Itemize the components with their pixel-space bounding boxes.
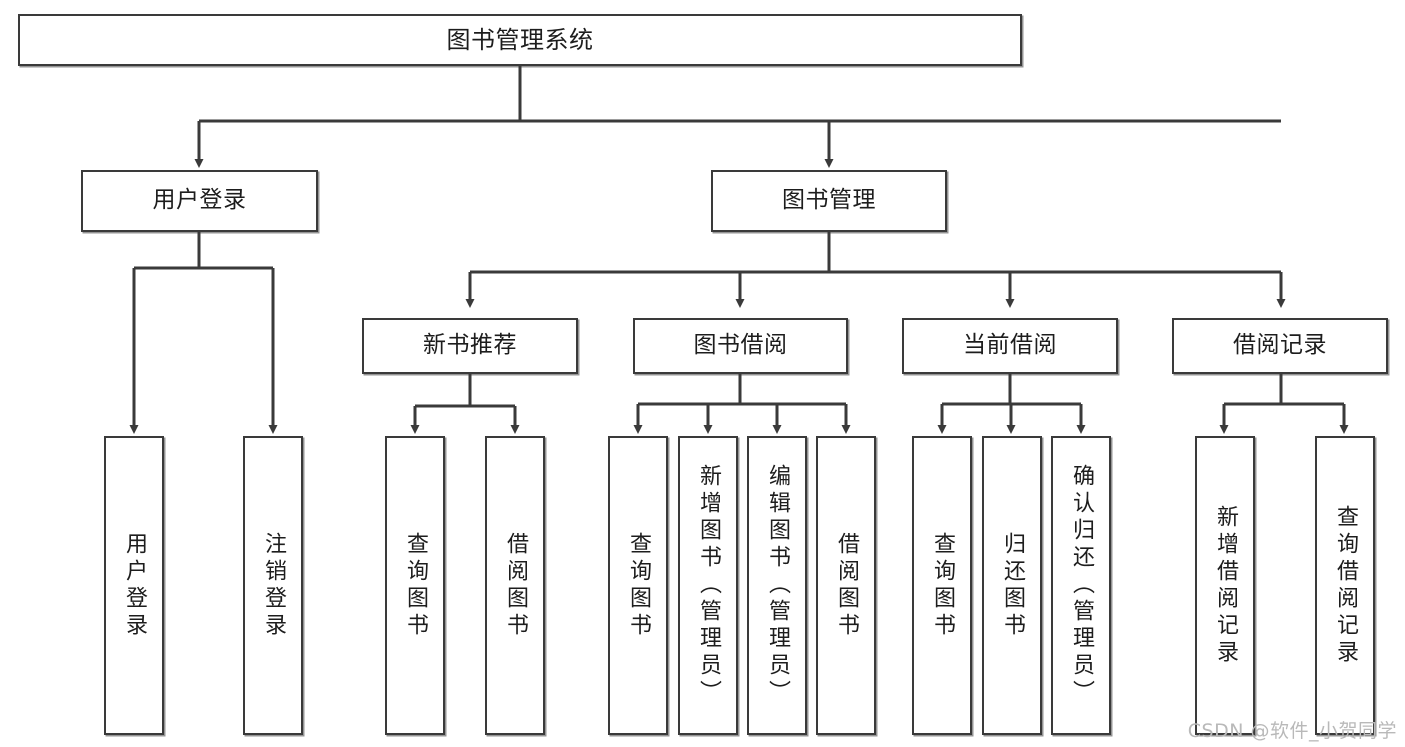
node-label: 查询图书 bbox=[403, 531, 428, 640]
node-new-book-recommend[interactable]: 新书推荐 bbox=[362, 318, 578, 374]
leaf-record-add-record[interactable]: 新增借阅记录 bbox=[1195, 436, 1255, 735]
node-label: 借阅记录 bbox=[1233, 332, 1327, 359]
node-label: 图书管理 bbox=[782, 187, 876, 214]
leaf-borrow-borrow-book[interactable]: 借阅图书 bbox=[816, 436, 876, 735]
node-label: 图书借阅 bbox=[693, 332, 788, 359]
node-label: 编辑图书（管理员） bbox=[765, 464, 790, 707]
node-label: 用户登录 bbox=[122, 531, 147, 640]
node-label: 用户登录 bbox=[152, 187, 247, 214]
leaf-current-return-book[interactable]: 归还图书 bbox=[982, 436, 1042, 735]
node-borrow-record[interactable]: 借阅记录 bbox=[1172, 318, 1388, 374]
leaf-recommend-borrow-book[interactable]: 借阅图书 bbox=[485, 436, 545, 735]
leaf-current-query-book[interactable]: 查询图书 bbox=[912, 436, 972, 735]
node-label: 归还图书 bbox=[1000, 531, 1025, 640]
node-label: 查询图书 bbox=[930, 531, 955, 640]
leaf-borrow-add-book-admin[interactable]: 新增图书（管理员） bbox=[678, 436, 738, 735]
leaf-recommend-query-book[interactable]: 查询图书 bbox=[385, 436, 445, 735]
node-label: 新增图书（管理员） bbox=[696, 464, 721, 707]
node-current-borrow[interactable]: 当前借阅 bbox=[902, 318, 1118, 374]
node-label: 图书管理系统 bbox=[446, 25, 594, 54]
leaf-record-query-record[interactable]: 查询借阅记录 bbox=[1315, 436, 1375, 735]
leaf-borrow-edit-book-admin[interactable]: 编辑图书（管理员） bbox=[747, 436, 807, 735]
node-label: 新书推荐 bbox=[423, 332, 517, 359]
node-root-book-management-system[interactable]: 图书管理系统 bbox=[18, 14, 1022, 66]
node-label: 注销登录 bbox=[261, 531, 286, 640]
node-label: 查询借阅记录 bbox=[1333, 504, 1358, 667]
node-label: 借阅图书 bbox=[503, 531, 528, 640]
node-label: 新增借阅记录 bbox=[1213, 504, 1238, 667]
node-label: 查询图书 bbox=[626, 531, 651, 640]
node-label: 确认归还（管理员） bbox=[1069, 464, 1094, 707]
leaf-user-login-login[interactable]: 用户登录 bbox=[104, 436, 164, 735]
node-user-login[interactable]: 用户登录 bbox=[81, 170, 318, 232]
leaf-current-confirm-return-admin[interactable]: 确认归还（管理员） bbox=[1051, 436, 1111, 735]
node-book-borrow[interactable]: 图书借阅 bbox=[633, 318, 848, 374]
node-label: 借阅图书 bbox=[834, 531, 859, 640]
node-label: 当前借阅 bbox=[963, 332, 1057, 359]
leaf-borrow-query-book[interactable]: 查询图书 bbox=[608, 436, 668, 735]
leaf-user-login-logout[interactable]: 注销登录 bbox=[243, 436, 303, 735]
node-book-management[interactable]: 图书管理 bbox=[711, 170, 947, 232]
